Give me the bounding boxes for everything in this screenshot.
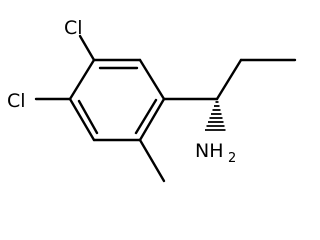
ring-bond — [68, 97, 96, 142]
amine-label: NH — [195, 140, 224, 162]
c-cl-bond — [78, 34, 96, 62]
molecule-diagram: Cl Cl NH 2 — [7, 17, 297, 183]
ring-double-bond — [77, 99, 99, 135]
chlorine-label-left: Cl — [7, 90, 26, 112]
amine-subscript: 2 — [228, 151, 236, 166]
ring-double-bond — [134, 98, 158, 135]
chlorine-label-top: Cl — [64, 17, 83, 39]
ethyl-bond — [215, 58, 243, 101]
methyl-bond — [138, 138, 166, 183]
ring-bond — [138, 97, 166, 142]
ring-bond — [138, 58, 166, 101]
structure-canvas: Cl Cl NH 2 — [7, 17, 297, 183]
ring-bond — [68, 58, 96, 101]
hashed-wedge-bond — [205, 101, 226, 131]
